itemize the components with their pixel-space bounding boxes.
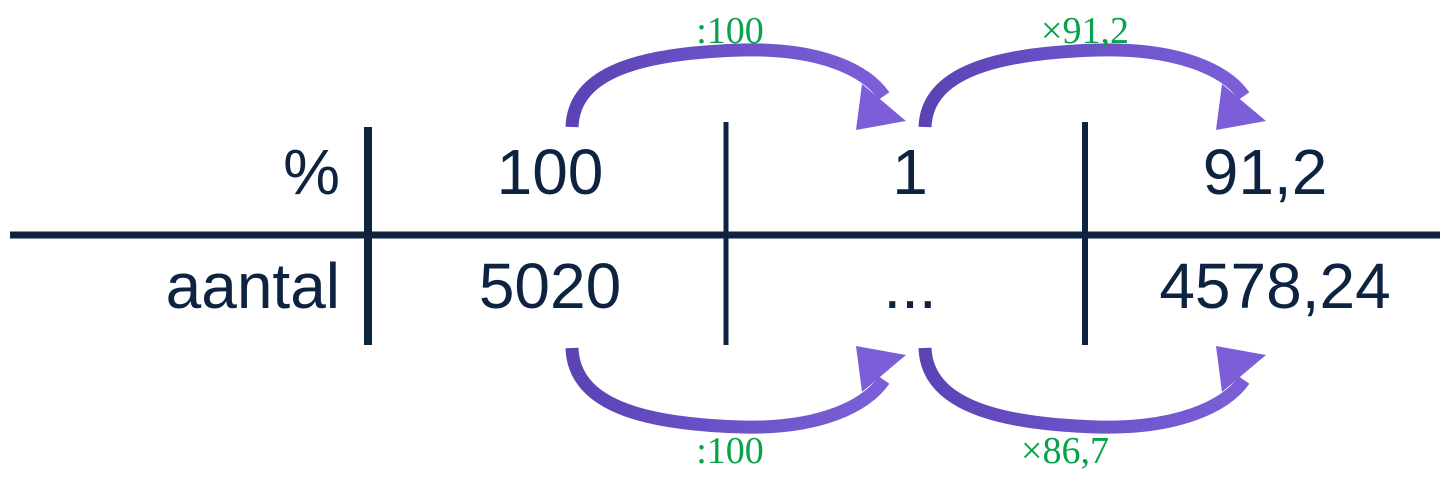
top-left-arrow-graphic (565, 43, 906, 130)
operation-label-bottom-right: ×86,7 (1021, 430, 1109, 472)
row-label-aantal: aantal (165, 250, 340, 322)
operation-label-top-left: :100 (696, 10, 764, 52)
operation-label-bottom-left: :100 (696, 430, 764, 472)
top-right-arrow-graphic (918, 43, 1266, 130)
cell-aantal-457824: 4578,24 (1159, 250, 1391, 322)
operation-label-top-right: ×91,2 (1041, 10, 1129, 52)
bottom-right-arrow-graphic (918, 346, 1266, 434)
cell-percent-1: 1 (892, 136, 928, 208)
cell-percent-912: 91,2 (1202, 136, 1328, 208)
cell-aantal-5020: 5020 (478, 250, 622, 322)
cell-percent-100: 100 (496, 136, 604, 208)
row-label-percent: % (283, 136, 340, 208)
cell-aantal-unknown: ... (883, 250, 937, 322)
bottom-left-arrow-graphic (565, 346, 906, 434)
